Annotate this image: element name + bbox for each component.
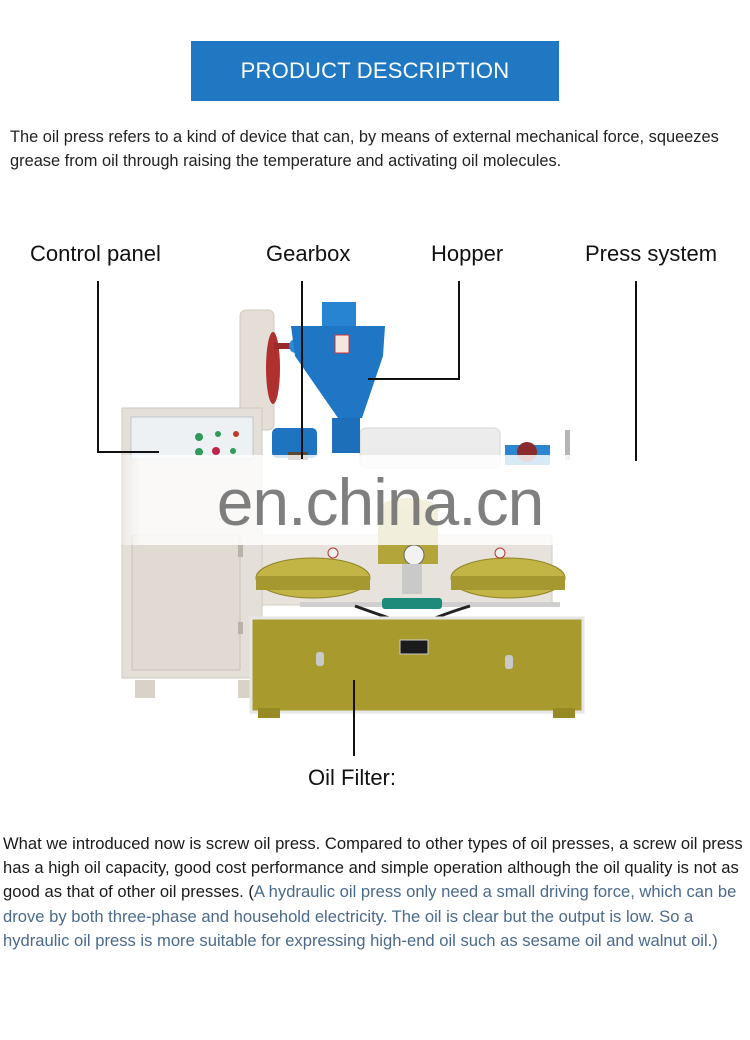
description-main-text: What we introduced now is screw oil pres… bbox=[3, 834, 743, 902]
leader-line-gearbox bbox=[301, 281, 303, 459]
watermark-band bbox=[108, 455, 648, 545]
leader-line-hopper-horizontal bbox=[368, 378, 460, 380]
leader-line-press-system bbox=[635, 281, 637, 461]
watermark-text: en.china.cn bbox=[216, 465, 545, 539]
label-control-panel: Control panel bbox=[30, 241, 161, 266]
intro-paragraph: The oil press refers to a kind of device… bbox=[10, 128, 719, 170]
description-paragraph: What we introduced now is screw oil pres… bbox=[3, 832, 748, 953]
banner-title: PRODUCT DESCRIPTION bbox=[240, 58, 510, 83]
label-gearbox: Gearbox bbox=[266, 241, 351, 266]
leader-line-hopper-vertical bbox=[458, 281, 460, 380]
label-hopper: Hopper bbox=[431, 241, 504, 266]
label-oil-filter: Oil Filter: bbox=[308, 765, 396, 790]
leader-line-control-panel-vertical bbox=[97, 281, 99, 453]
product-description-banner: PRODUCT DESCRIPTION bbox=[191, 41, 559, 101]
label-press-system: Press system bbox=[585, 241, 718, 266]
leader-line-oil-filter bbox=[353, 680, 355, 756]
description-hydraulic-note: A hydraulic oil press only need a small … bbox=[3, 882, 737, 950]
leader-line-control-panel-horizontal bbox=[97, 451, 159, 453]
